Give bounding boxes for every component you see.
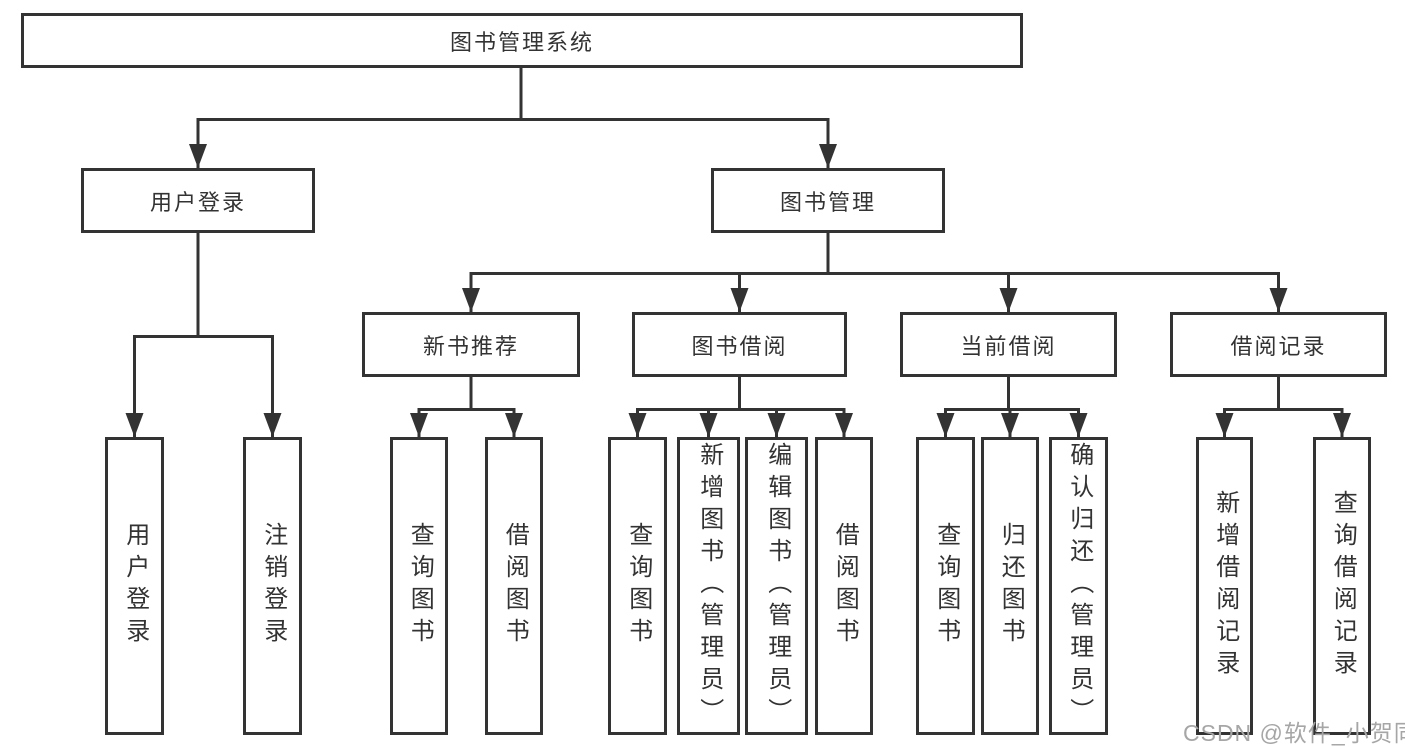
leaf-recommend-borrow-books: 借阅图书 [485,437,543,735]
node-new-book-recommend-label: 新书推荐 [422,333,519,359]
node-borrow-records: 借阅记录 [1170,312,1387,377]
leaf-borrow-query-books-label: 查询图书 [624,522,652,650]
leaf-recommend-query-books: 查询图书 [390,437,448,735]
node-root: 图书管理系统 [21,13,1023,68]
node-book-borrow-label: 图书借阅 [691,333,788,359]
leaf-edit-books-admin-label: 编辑图书（管理员） [763,442,791,730]
leaf-borrow-borrow-books: 借阅图书 [815,437,873,735]
arrow-down-icon [999,288,1018,312]
leaf-add-borrow-record-label: 新增借阅记录 [1211,490,1239,682]
arrow-down-icon [699,413,718,437]
connector-book-management-to-level3 [469,233,1280,312]
connector-borrow-records-to-leaves [1223,377,1344,437]
leaf-return-books: 归还图书 [981,437,1039,735]
leaf-borrow-borrow-books-label: 借阅图书 [831,522,859,650]
arrow-down-icon [767,413,786,437]
arrow-down-icon [1001,413,1019,437]
leaf-add-books-admin: 新增图书（管理员） [677,437,740,735]
arrow-down-icon [263,413,282,437]
node-root-label: 图书管理系统 [449,29,594,55]
leaf-recommend-borrow-books-label: 借阅图书 [501,522,529,650]
leaf-current-query-books: 查询图书 [916,437,975,735]
leaf-logout: 注销登录 [243,437,302,735]
arrow-down-icon [835,413,853,437]
connector-user-login-to-leaves [133,233,274,437]
leaf-confirm-return-admin-label: 确认归还（管理员） [1065,442,1093,730]
leaf-add-borrow-record: 新增借阅记录 [1196,437,1253,735]
arrow-down-icon [189,144,207,168]
arrow-down-icon [628,413,647,437]
node-new-book-recommend: 新书推荐 [362,312,580,377]
leaf-user-login-label: 用户登录 [121,522,149,650]
leaf-confirm-return-admin: 确认归还（管理员） [1049,437,1108,735]
arrow-down-icon [125,413,144,437]
connector-new-book-recommend-to-leaves [417,377,516,437]
leaf-return-books-label: 归还图书 [997,522,1025,650]
node-book-management: 图书管理 [711,168,945,233]
arrow-down-icon [1215,413,1234,437]
leaf-current-query-books-label: 查询图书 [932,522,960,650]
arrow-down-icon [1269,288,1288,312]
arrow-down-icon [1069,413,1088,437]
node-book-borrow: 图书借阅 [632,312,847,377]
arrow-down-icon [1333,413,1351,437]
node-user-login-label: 用户登录 [149,189,246,215]
arrow-down-icon [410,413,428,437]
arrow-down-icon [505,413,523,437]
node-borrow-records-label: 借阅记录 [1230,333,1327,359]
connector-root-to-level2 [196,68,830,168]
node-current-borrow-label: 当前借阅 [960,333,1057,359]
leaf-query-borrow-record-label: 查询借阅记录 [1329,490,1357,682]
leaf-recommend-query-books-label: 查询图书 [406,522,434,650]
arrow-down-icon [819,144,837,168]
node-book-management-label: 图书管理 [779,189,876,215]
csdn-watermark: CSDN @软件_小贺同学 [1183,720,1405,746]
leaf-add-books-admin-label: 新增图书（管理员） [695,442,723,730]
arrow-down-icon [462,288,480,312]
leaf-borrow-query-books: 查询图书 [608,437,667,735]
leaf-logout-label: 注销登录 [259,522,287,650]
leaf-user-login: 用户登录 [105,437,164,735]
node-user-login: 用户登录 [81,168,315,233]
arrow-down-icon [936,413,955,437]
leaf-edit-books-admin: 编辑图书（管理员） [745,437,808,735]
arrow-down-icon [730,288,749,312]
leaf-query-borrow-record: 查询借阅记录 [1313,437,1371,735]
node-current-borrow: 当前借阅 [900,312,1117,377]
connector-book-borrow-to-leaves [636,377,846,437]
